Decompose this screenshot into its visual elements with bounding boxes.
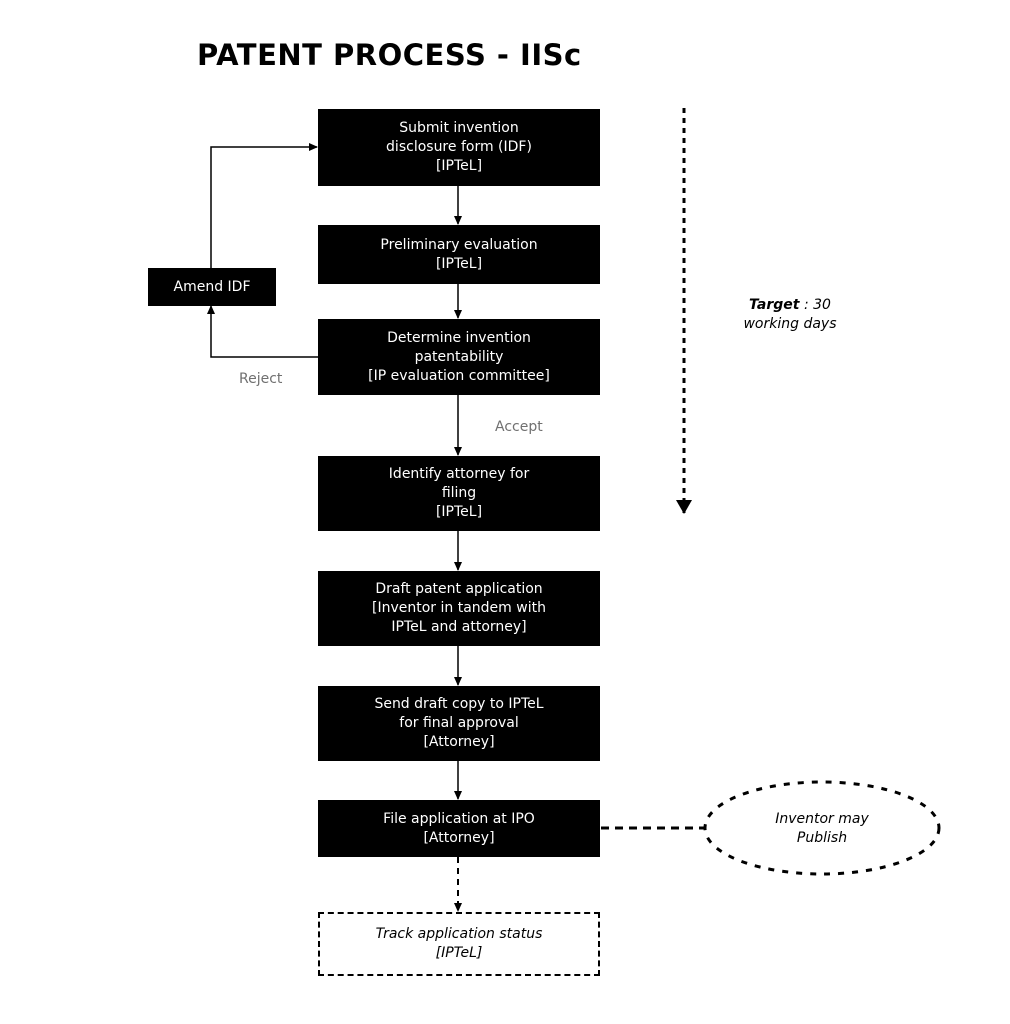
step-text: Submit invention (399, 120, 519, 136)
step-text: Determine invention (387, 329, 531, 346)
step-text: [IP evaluation committee] (368, 367, 550, 384)
step-send-draft: Send draft copy to IPTeL for final appro… (318, 686, 600, 761)
track-text: [IPTeL] (435, 945, 483, 961)
step-text: filing (441, 485, 477, 501)
target-unit: working days (743, 316, 837, 332)
diagram-title: PATENT PROCESS - IISc (197, 38, 582, 72)
step-determine-patentability: Determine invention patentability [IP ev… (318, 319, 600, 395)
arrow-amend-to-submit (210, 143, 318, 268)
track-text: Track application status (375, 926, 543, 942)
publish-text: Inventor may (775, 811, 869, 827)
step-text: Draft patent application (375, 581, 543, 597)
step-identify-attorney: Identify attorney for filing [IPTeL] (318, 456, 600, 531)
step-text: [Inventor in tandem with (372, 600, 546, 616)
publish-label: Inventor may Publish (705, 810, 939, 848)
step-text: [IPTeL] (435, 158, 483, 174)
step-text: [IPTeL] (435, 255, 483, 272)
step-text: disclosure form (IDF) (386, 139, 532, 155)
target-label: Target : 30 working days (735, 296, 845, 334)
step-text: Send draft copy to IPTeL (374, 696, 544, 712)
step-text: Preliminary evaluation (380, 236, 538, 253)
amend-idf-label: Amend IDF (173, 278, 251, 295)
step-text: Identify attorney for (388, 466, 530, 482)
step-file-application: File application at IPO [Attorney] (318, 800, 600, 857)
arrow-reject (207, 305, 318, 358)
step-draft-application: Draft patent application [Inventor in ta… (318, 571, 600, 646)
publish-ellipse (703, 780, 941, 876)
step-text: File application at IPO (383, 810, 535, 827)
step-text: IPTeL and attorney] (391, 619, 527, 635)
reject-label: Reject (239, 371, 283, 387)
amend-idf-box: Amend IDF (148, 268, 276, 306)
step-text: [IPTeL] (435, 504, 483, 520)
step-text: for final approval (399, 715, 519, 731)
target-bold: Target (749, 297, 800, 313)
accept-label: Accept (495, 419, 543, 435)
step-submit-idf: Submit invention disclosure form (IDF) [… (318, 109, 600, 186)
step-text: [Attorney] (423, 829, 495, 846)
target-days: : 30 (799, 297, 831, 313)
track-status-box: Track application status [IPTeL] (318, 912, 600, 976)
publish-text: Publish (796, 830, 848, 846)
step-text: patentability (414, 348, 504, 365)
step-text: [Attorney] (423, 734, 495, 750)
step-preliminary-evaluation: Preliminary evaluation [IPTeL] (318, 225, 600, 284)
